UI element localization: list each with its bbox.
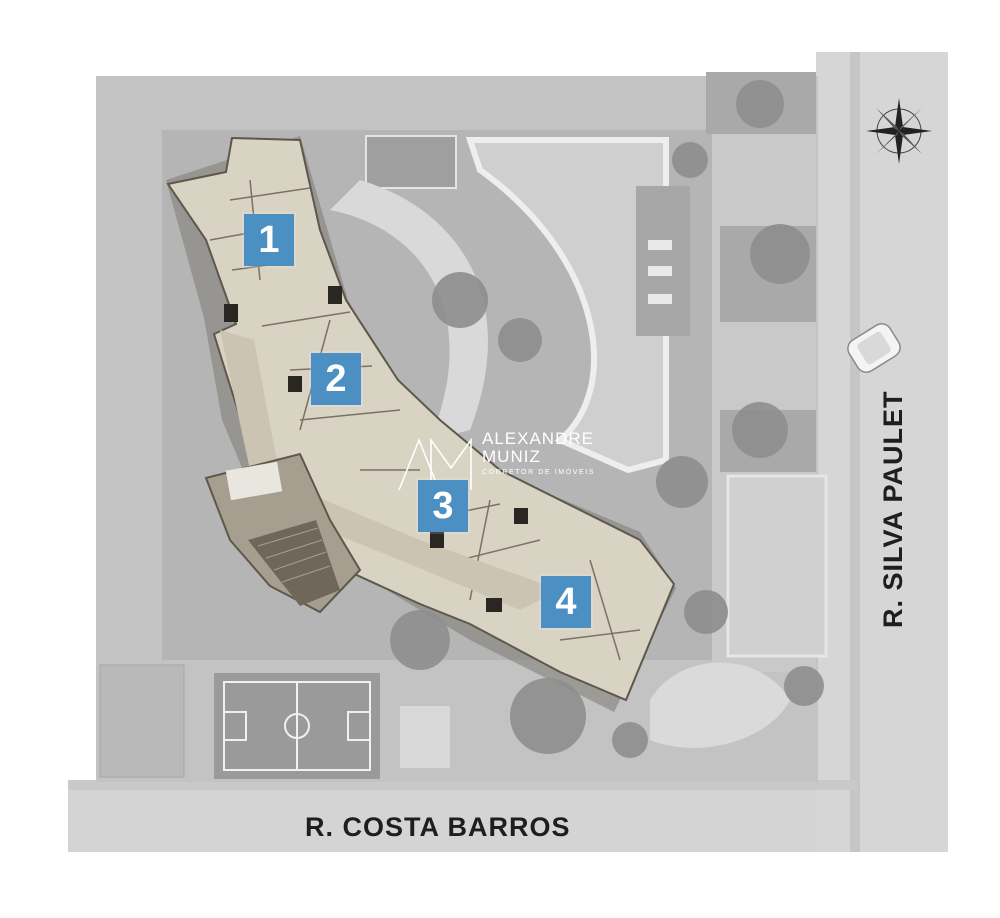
watermark-subtitle: CORRETOR DE IMÓVEIS (482, 469, 596, 476)
unit-badge-4[interactable]: 4 (541, 576, 591, 628)
unit-number: 1 (258, 218, 280, 261)
unit-badge-3[interactable]: 3 (418, 480, 468, 532)
unit-number: 4 (555, 580, 577, 623)
street-label-silva-paulet: R. SILVA PAULET (878, 390, 908, 629)
curved-path (330, 180, 488, 440)
unit-badge-1[interactable]: 1 (244, 214, 294, 266)
garden (650, 662, 790, 748)
watermark-text: ALEXANDRE MUNIZ CORRETOR DE IMÓVEIS (482, 429, 596, 477)
pergola (365, 135, 457, 189)
unit-number: 2 (325, 357, 347, 400)
car-icon (847, 323, 901, 373)
compass-rose-icon (866, 98, 932, 164)
gym-box (400, 706, 450, 768)
sidewalk-right (850, 52, 860, 852)
unit-number: 3 (432, 484, 454, 527)
building (166, 136, 676, 702)
watermark-name-line1: ALEXANDRE (482, 429, 594, 448)
parking-box (726, 474, 828, 658)
sidewalk-bottom (68, 780, 858, 790)
watermark-name-line2: MUNIZ (482, 447, 541, 466)
road-bottom (68, 790, 948, 852)
watermark-logo (398, 437, 472, 491)
cores (224, 286, 528, 612)
unit-badge-2[interactable]: 2 (311, 353, 361, 405)
tree-icon (390, 80, 824, 758)
road-right (816, 52, 948, 852)
street-label-costa-barros: R. COSTA BARROS (305, 812, 571, 842)
left-strip (99, 664, 185, 778)
deck (636, 186, 690, 336)
pool-area (465, 137, 669, 474)
